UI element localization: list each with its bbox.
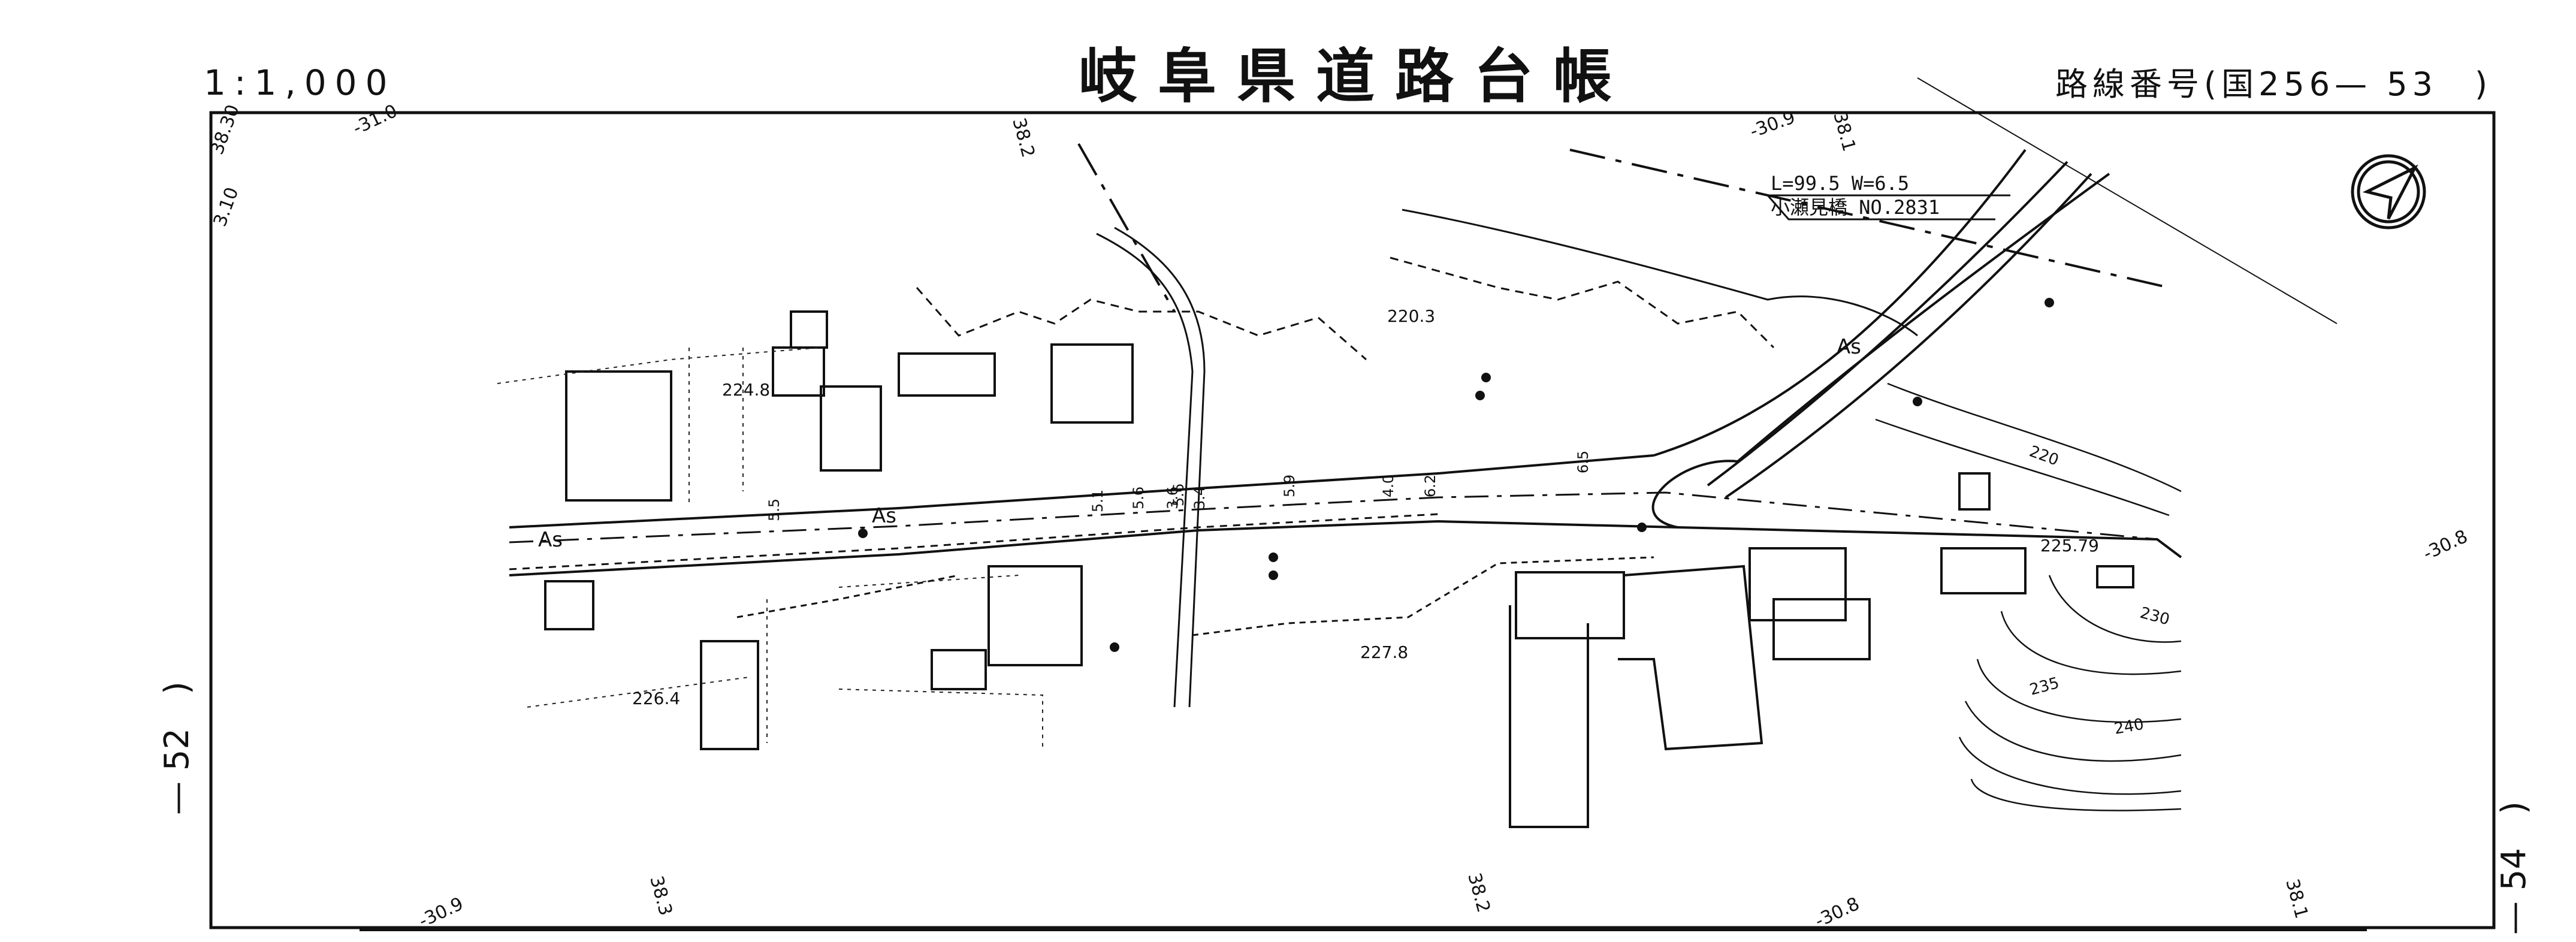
bridge-label-rule	[1766, 195, 1995, 221]
coordinate-label: 38.2	[1008, 116, 1038, 160]
north-arrow-icon	[2351, 154, 2426, 230]
contour-lines	[1875, 382, 2182, 811]
survey-center-line	[1077, 77, 2338, 324]
width-label: 5.1	[1089, 490, 1106, 512]
spot-elevation: 224.8	[722, 380, 770, 400]
width-label: 5.5	[766, 499, 783, 521]
width-label: 6.5	[1575, 451, 1591, 473]
coordinate-label: 3.10	[210, 185, 243, 230]
coordinate-label: 38.3	[645, 874, 676, 918]
width-label: 3.6	[1164, 487, 1181, 509]
map-title: 岐阜県道路台帳	[1079, 43, 1633, 111]
width-label: 5.6	[1130, 487, 1147, 509]
coordinate-label: 38.1	[2281, 877, 2312, 921]
width-label: 6.2	[1422, 475, 1439, 497]
main-road	[509, 149, 2182, 576]
embankment-hatching	[736, 209, 1918, 636]
width-label: 5.6	[1170, 484, 1187, 506]
map-frame	[209, 111, 2496, 929]
bridge-dimensions: L=99.5 W=6.5	[1771, 172, 1910, 195]
spot-elevation: 225.79	[2040, 536, 2099, 555]
pavement-label: As	[872, 504, 896, 528]
coordinate-label: -30.8	[2420, 526, 2471, 565]
pavement-label: As	[1837, 335, 1861, 359]
pavement-label: As	[538, 528, 563, 552]
width-label: 3.4	[1191, 487, 1208, 509]
coordinate-label: 38.1	[1829, 110, 1859, 154]
spot-elevation: 226.4	[632, 689, 680, 708]
parcel-boundaries	[497, 347, 1043, 749]
spot-elevation: 227.8	[1360, 642, 1408, 662]
bridge-name: 小瀬見橋 NO.2831	[1771, 196, 1940, 219]
contour-label: 230	[2138, 604, 2172, 629]
coordinate-label: 38.2	[1463, 871, 1494, 915]
coordinate-label: -31.0	[350, 101, 401, 140]
bridge-label: L=99.5 W=6.5 小瀬見橋 NO.2831	[1771, 171, 2010, 221]
spot-elevation: 220.3	[1387, 306, 1435, 326]
map-scale: 1:1,000	[204, 62, 396, 103]
contour-label: 235	[2028, 674, 2061, 699]
contour-label: 220	[2027, 442, 2061, 469]
river	[1096, 227, 1206, 708]
width-label: 4.0	[1380, 475, 1397, 497]
route-number: 路線番号(国256— 53 )	[2055, 65, 2493, 103]
buildings	[544, 310, 2134, 828]
contour-label: 240	[2113, 715, 2145, 738]
width-label: 5.9	[1281, 475, 1298, 497]
pole-markers	[858, 298, 2054, 652]
